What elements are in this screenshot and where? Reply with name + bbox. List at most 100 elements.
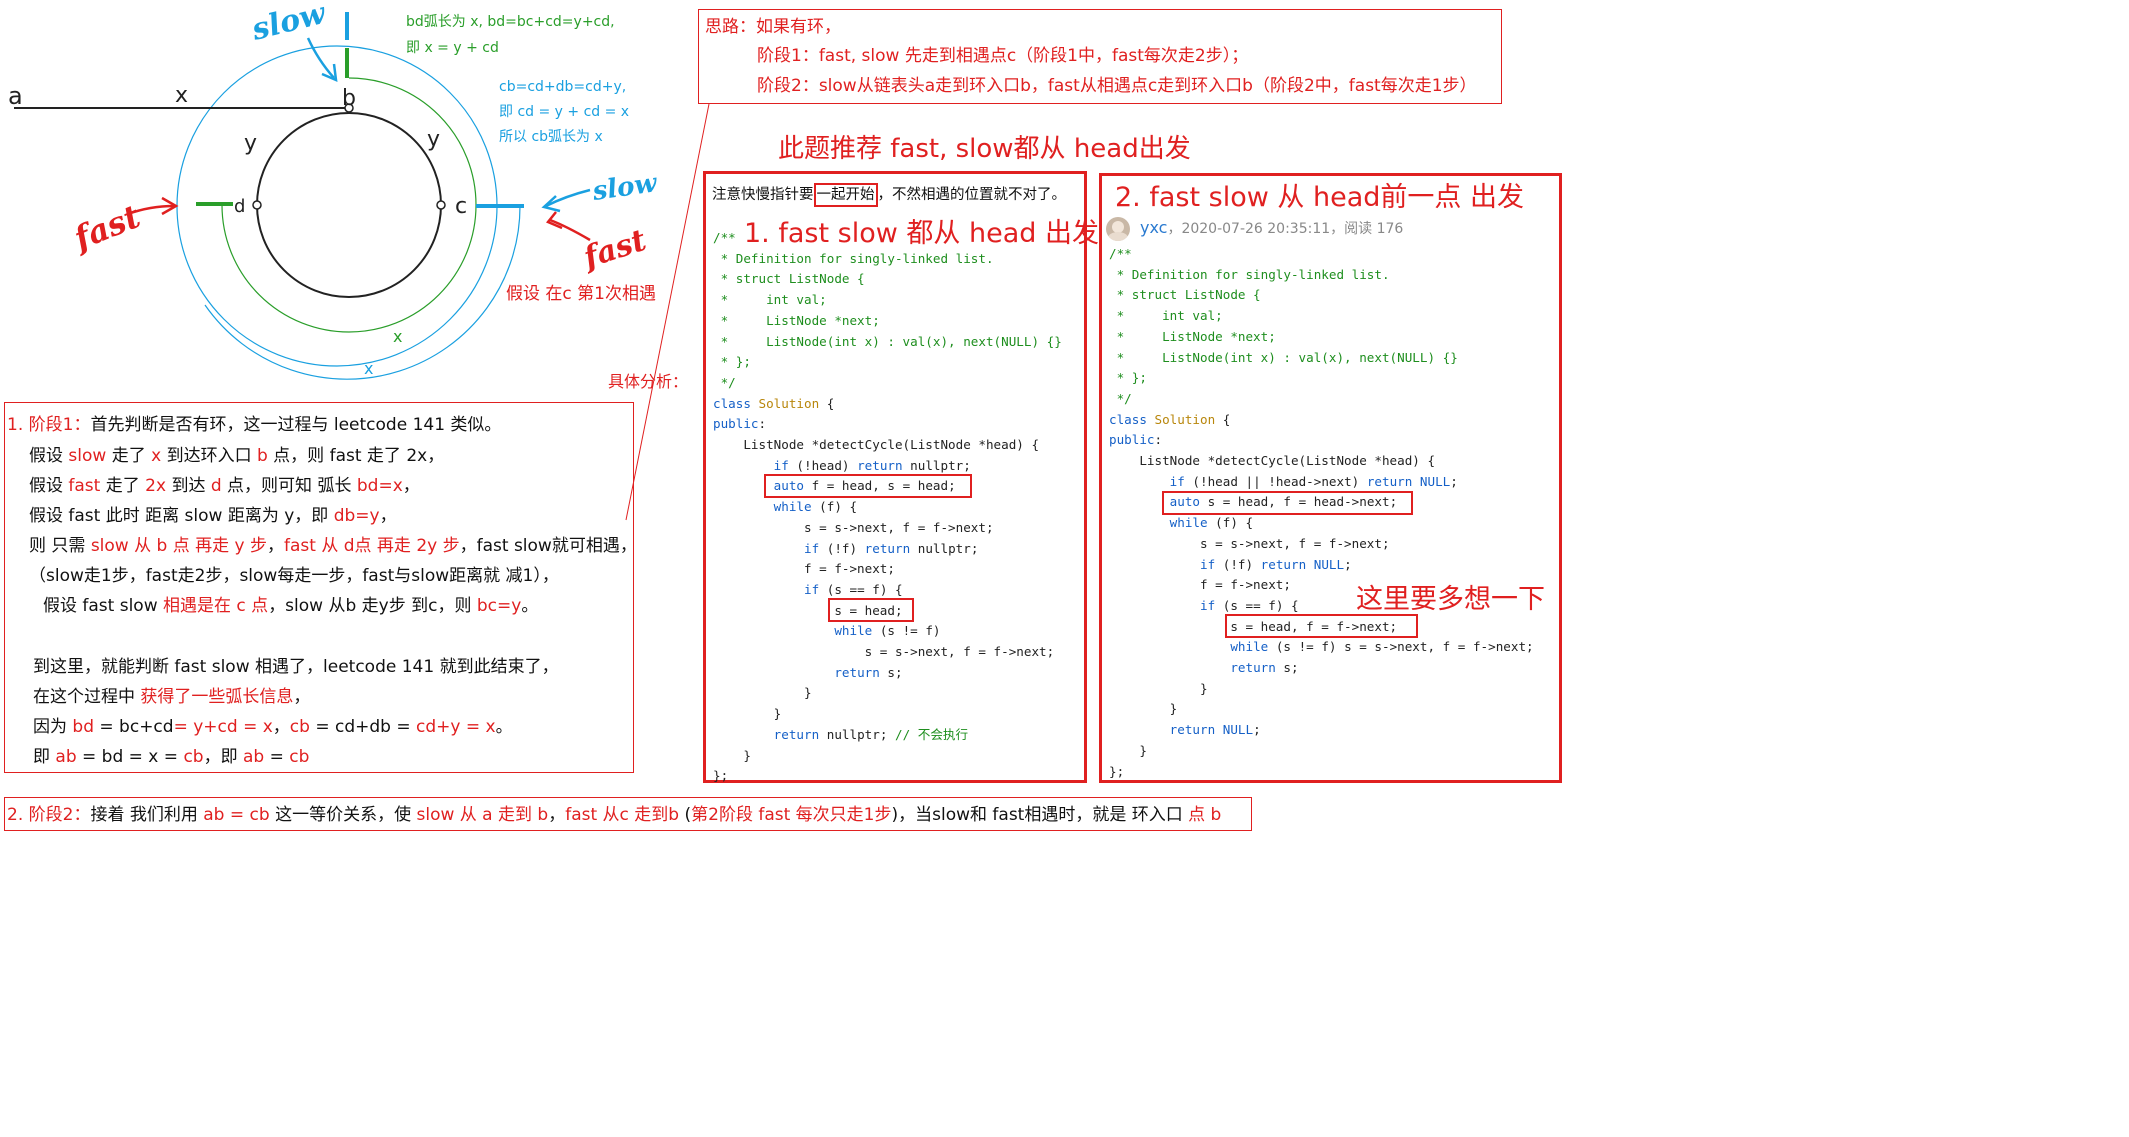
analysis-label: 具体分析： bbox=[608, 372, 689, 391]
recommend-title: 此题推荐 fast, slow都从 head出发 bbox=[778, 134, 1191, 164]
panel1-code-line: auto f = head, s = head; bbox=[773, 478, 956, 494]
panel1-code-line: * struct ListNode { bbox=[713, 271, 865, 287]
analysis-line-9: 在这个过程中 获得了一些弧长信息， bbox=[33, 687, 311, 707]
blue-note-1: cb=cd+db=cd+y, bbox=[499, 79, 626, 95]
connector-lines bbox=[625, 103, 710, 521]
slow-right-arrow bbox=[545, 188, 591, 208]
panel2-code-line: * struct ListNode { bbox=[1109, 287, 1261, 303]
panel1-code-line: */ bbox=[713, 374, 736, 390]
green-arc bbox=[221, 77, 477, 333]
panel2-code-line: class Solution { bbox=[1109, 411, 1231, 427]
blue-note-3: 所以 cb弧长为 x bbox=[499, 129, 603, 145]
analysis-line-5: 则 只需 slow 从 b 点 再走 y 步，fast 从 d点 再走 2y 步… bbox=[29, 536, 637, 556]
label-x-green: x bbox=[393, 327, 402, 346]
fast-left-arrow bbox=[127, 204, 175, 216]
panel1-code-line: s = s->next, f = f->next; bbox=[713, 644, 1055, 660]
fast-right-arrow bbox=[549, 218, 591, 242]
label-x: x bbox=[175, 83, 188, 108]
panel2-code-line: * ListNode(int x) : val(x), next(NULL) {… bbox=[1109, 349, 1458, 365]
panel1-highlight-reset bbox=[828, 598, 914, 622]
panel1-note: 注意快慢指针要一起开始，不然相遇的位置就不对了。 bbox=[712, 183, 1066, 207]
slow-right-arrowhead bbox=[541, 195, 561, 213]
panel1-code-line: return s; bbox=[834, 664, 903, 680]
panel2-code-line: s = s->next, f = f->next; bbox=[1109, 535, 1390, 551]
fast-left-arrowhead bbox=[161, 196, 179, 216]
panel2-think-note: 这里要多想一下 bbox=[1356, 584, 1545, 615]
panel1-code-line: } bbox=[713, 685, 812, 701]
idea-box: 思路：如果有环， 阶段1：fast, slow 先走到相遇点c（阶段1中，fas… bbox=[698, 9, 1502, 104]
panel2-code-line: f = f->next; bbox=[1109, 577, 1291, 593]
analysis-line-4: 假设 fast 此时 距离 slow 距离为 y，即 db=y， bbox=[29, 506, 397, 526]
panel1-code-line: } bbox=[713, 706, 782, 722]
panel2-meta: yxc，2020-07-26 20:35:11，阅读 176 bbox=[1140, 218, 1404, 237]
analysis-line-10: 因为 bd = bc+cd= y+cd = x，cb = cd+db = cd+… bbox=[33, 717, 513, 737]
panel2-code-line: while (f) { bbox=[1169, 515, 1254, 531]
analysis-line-11: 即 ab = bd = x = cb，即 ab = cb bbox=[33, 747, 310, 767]
panel2-highlight-reset bbox=[1225, 614, 1418, 638]
idea-line-2: 阶段1：fast, slow 先走到相遇点c（阶段1中，fast每次走2步）； bbox=[757, 46, 1249, 66]
panel1-code-line: s = head; bbox=[713, 602, 903, 618]
green-note-2: 即 x = y + cd bbox=[406, 40, 499, 56]
panel1-code-line: while (f) { bbox=[773, 499, 858, 515]
panel2-highlight-init bbox=[1162, 491, 1413, 515]
idea-line-3: 阶段2：slow从链表头a走到环入口b，fast从相遇点c走到环入口b（阶段2中… bbox=[757, 76, 1477, 96]
panel2-code-line: ListNode *detectCycle(ListNode *head) { bbox=[1109, 453, 1436, 469]
meet-note: 假设 在c 第1次相遇 bbox=[506, 284, 656, 304]
panel2-code-line: * Definition for singly-linked list. bbox=[1109, 266, 1390, 282]
node-d bbox=[252, 200, 262, 210]
panel2-code-line: * }; bbox=[1109, 370, 1147, 386]
panel2-code-line: } bbox=[1109, 701, 1178, 717]
panel2-title: 2. fast slow 从 head前一点 出发 bbox=[1115, 182, 1524, 213]
node-b bbox=[344, 103, 354, 113]
node-c bbox=[436, 200, 446, 210]
label-x-blue: x bbox=[364, 359, 373, 378]
panel2-code-line: */ bbox=[1109, 390, 1132, 406]
panel2-code-line: if (!head || !head->next) return NULL; bbox=[1169, 473, 1458, 489]
analysis-line-6: （slow走1步，fast走2步，slow每走一步，fast与slow距离就 减… bbox=[29, 566, 559, 586]
panel1-code-line: if (s == f) { bbox=[804, 581, 903, 597]
panel2-code-line: }; bbox=[1109, 763, 1125, 779]
panel1-code-line: s = s->next, f = f->next; bbox=[713, 519, 994, 535]
panel1-code-line: if (!head) return nullptr; bbox=[773, 457, 971, 473]
panel1-code-line: ListNode *detectCycle(ListNode *head) { bbox=[713, 437, 1040, 453]
stage2-line: 2. 阶段2：接着 我们利用 ab = cb 这一等价关系，使 slow 从 a… bbox=[7, 805, 1222, 825]
panel1-code: /** * Definition for singly-linked list.… bbox=[713, 228, 1062, 787]
panel2-code-line: return s; bbox=[1230, 660, 1299, 676]
blue-note-2: 即 cd = y + cd = x bbox=[499, 104, 629, 120]
analysis-line-3: 假设 fast 走了 2x 到达 d 点，则可知 弧长 bd=x， bbox=[29, 476, 420, 496]
blue-arc-lower bbox=[204, 204, 521, 380]
analysis-box: 1. 阶段1：首先判断是否有环，这一过程与 leetcode 141 类似。 假… bbox=[4, 402, 637, 773]
avatar bbox=[1106, 217, 1130, 241]
panel2-code-line: if (!f) return NULL; bbox=[1200, 556, 1352, 572]
label-b: b bbox=[342, 86, 356, 111]
label-y-right: y bbox=[427, 127, 440, 152]
panel1-code-line: } bbox=[713, 747, 751, 763]
panel2-author[interactable]: yxc bbox=[1140, 218, 1168, 237]
label-c: c bbox=[455, 194, 467, 219]
cycle-diagram: a x b y y d c x x slow slow fast fast bd… bbox=[8, 0, 660, 380]
connector-idea bbox=[625, 103, 710, 521]
panel1-note-highlight: 一起开始 bbox=[813, 183, 878, 207]
panel1-code-line: while (s != f) bbox=[834, 623, 941, 639]
panel2-code-line: } bbox=[1109, 680, 1208, 696]
panel1-code-line: if (!f) return nullptr; bbox=[804, 540, 979, 556]
code-panel-1: 注意快慢指针要一起开始，不然相遇的位置就不对了。 1. fast slow 都从… bbox=[703, 171, 1099, 783]
green-note-1: bd弧长为 x, bd=bc+cd=y+cd, bbox=[406, 14, 615, 30]
code-panel-2: 2. fast slow 从 head前一点 出发 yxc，2020-07-26… bbox=[1099, 173, 1562, 783]
panel2-code-line: s = head, f = f->next; bbox=[1109, 618, 1398, 634]
panel2-code-line: while (s != f) s = s->next, f = f->next; bbox=[1230, 639, 1534, 655]
label-d: d bbox=[234, 196, 245, 217]
panel1-code-line: f = f->next; bbox=[713, 561, 895, 577]
label-a: a bbox=[8, 82, 23, 110]
panel1-code-line: * ListNode *next; bbox=[713, 312, 880, 328]
panel1-title: 1. fast slow 都从 head 出发 bbox=[744, 218, 1099, 249]
analysis-line-7: 假设 fast slow 相遇是在 c 点，slow 从b 走y步 到c，则 b… bbox=[43, 596, 539, 616]
panel1-code-line: return nullptr; // 不会执行 bbox=[773, 726, 969, 742]
slow-top-arrow bbox=[306, 37, 335, 79]
panel2-code: /** * Definition for singly-linked list.… bbox=[1109, 244, 1534, 782]
panel1-code-line: * ListNode(int x) : val(x), next(NULL) {… bbox=[713, 333, 1062, 349]
panel1-code-line: class Solution { bbox=[713, 395, 835, 411]
panel1-code-line: public: bbox=[713, 416, 767, 432]
panel2-code-line: } bbox=[1109, 742, 1147, 758]
panel1-code-line: }; bbox=[713, 768, 729, 784]
